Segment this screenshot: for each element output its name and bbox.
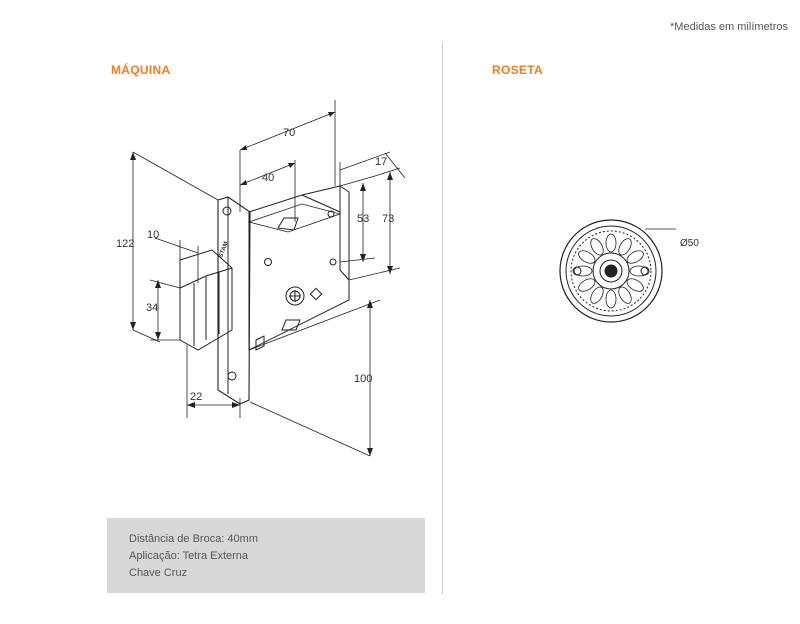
dim-122-ext-top — [132, 151, 219, 201]
dim-73-ext-bottom — [348, 267, 401, 281]
arrow-53-top — [360, 183, 366, 191]
dim-17-line — [339, 151, 391, 171]
arrow-22-right — [232, 402, 240, 408]
dim-100-ext-top — [248, 299, 381, 351]
rosette-petal — [605, 233, 617, 253]
dim-53-label: 53 — [357, 213, 369, 225]
roseta-title: ROSETA — [492, 63, 543, 77]
dimension-labels: 70 40 17 53 73 122 10 34 100 22 — [116, 127, 394, 403]
arrow-73-top — [387, 172, 393, 180]
rosette-petal — [618, 238, 632, 256]
lock-case — [248, 185, 350, 351]
arrow-40-right — [288, 163, 295, 168]
arrow-34-bottom — [155, 332, 161, 340]
rosette-petal — [605, 289, 617, 309]
faceplate-screw-bottom — [227, 371, 237, 381]
arrow-73-bottom — [387, 266, 393, 274]
case-screw-2 — [264, 258, 272, 266]
rosette-petal — [573, 265, 593, 277]
dimension-lines — [132, 100, 406, 457]
dim-34-label: 34 — [146, 302, 158, 314]
rosette-beaded-ring — [570, 230, 652, 312]
dim-70-line — [239, 111, 336, 151]
bottom-tab — [255, 335, 265, 351]
dim-122-label: 122 — [116, 238, 134, 250]
spindle-hub — [285, 286, 305, 306]
arrow-40-left — [240, 180, 247, 185]
bottom-clip — [281, 319, 301, 331]
rosette-diameter-label: Ø50 — [680, 238, 699, 249]
rosette-screw-right — [640, 266, 650, 276]
arrow-100-bottom — [367, 448, 373, 456]
case-top-edge — [301, 194, 341, 213]
arrow-70-right — [328, 112, 335, 117]
case-top-plate — [247, 203, 342, 233]
rosette-petal — [590, 286, 604, 304]
spec-application: Aplicação: Tetra Externa — [129, 550, 249, 562]
arrow-22-left — [187, 402, 195, 408]
dim-100-label: 100 — [354, 373, 372, 385]
dim-73-ext-top — [374, 167, 401, 177]
spec-drill-distance: Distância de Broca: 40mm — [129, 533, 258, 545]
rosette-inner-ring — [565, 225, 657, 317]
rosette-petal — [590, 238, 604, 256]
dim-22-label: 22 — [190, 391, 202, 403]
arrow-100-top — [367, 300, 373, 308]
dim-34-ext-top — [149, 279, 181, 289]
case-screw-1 — [327, 210, 335, 218]
spec-box: Distância de Broca: 40mm Aplicação: Tetr… — [107, 518, 425, 593]
dim-10-line — [154, 237, 199, 254]
faceplate-screw-top — [222, 206, 232, 216]
rosette-petal — [578, 250, 596, 264]
dim-17-label: 17 — [375, 156, 387, 168]
dim-40-label: 40 — [262, 172, 274, 184]
rosette-petal — [578, 278, 596, 292]
rosette-petals — [573, 233, 649, 309]
dim-73-label: 73 — [382, 213, 394, 225]
arrow-34-top — [155, 280, 161, 288]
rosette-outer-ring — [559, 219, 663, 323]
dimension-arrows — [130, 112, 393, 456]
rosette-petal — [629, 265, 649, 277]
maquina-title: MÁQUINA — [111, 63, 171, 77]
rosette-petal — [626, 278, 644, 292]
dim-100-ext-bottom — [249, 401, 371, 457]
lock-machine-drawing: STAM — [116, 100, 406, 457]
case-square-hole — [309, 287, 323, 301]
arrow-53-bottom — [360, 254, 366, 262]
arrow-122-top — [130, 152, 136, 160]
dim-10-label: 10 — [147, 229, 159, 241]
rosette-spindle — [604, 264, 618, 278]
rosette-screw-left — [572, 266, 582, 276]
vertical-divider — [442, 42, 443, 594]
units-note: *Medidas em milímetros — [670, 21, 788, 33]
dim-70-label: 70 — [283, 127, 295, 139]
arrow-122-bottom — [130, 322, 136, 330]
dim-53-ext-top — [339, 175, 376, 187]
brand-mark: STAM — [218, 241, 229, 259]
rosette-drawing: Ø50 — [559, 219, 699, 323]
latch-top-edge — [179, 267, 233, 289]
rosette-center-hole — [599, 259, 623, 283]
rosette-center-ring — [592, 252, 630, 290]
case-screw-3 — [329, 258, 337, 266]
case-top-corner — [339, 185, 350, 193]
top-clip — [277, 217, 299, 231]
dim-17-ext-right — [384, 152, 406, 179]
arrow-70-left — [240, 145, 247, 150]
rosette-petal — [626, 250, 644, 264]
dim-53-ext-bottom — [339, 257, 376, 263]
spec-key: Chave Cruz — [129, 567, 188, 579]
dim-40-line — [239, 162, 296, 186]
rosette-petal — [618, 286, 632, 304]
